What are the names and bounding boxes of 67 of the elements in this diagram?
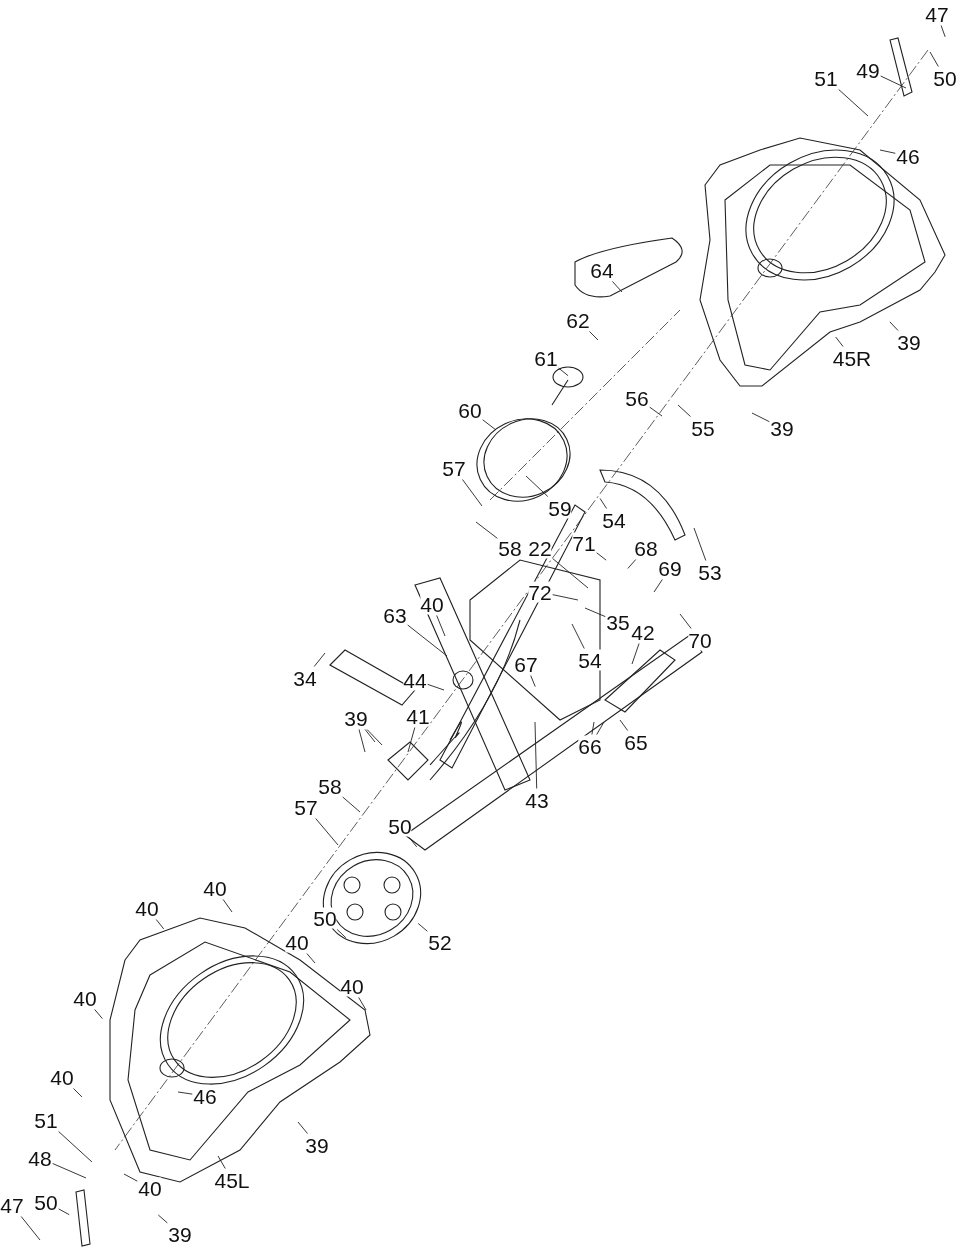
leader-line (679, 613, 692, 629)
leader-line (94, 1009, 103, 1020)
leader-line (619, 719, 629, 731)
leader-line (306, 953, 316, 964)
leader-line (599, 498, 607, 509)
leader-line (530, 675, 536, 688)
leader-line (462, 479, 483, 507)
leader-line (58, 1131, 93, 1163)
leader-line (879, 149, 896, 154)
leader-line (358, 997, 367, 1011)
leader-line (584, 607, 606, 618)
leader-line (475, 521, 498, 539)
leader-line (558, 367, 569, 377)
leader-line (552, 558, 589, 589)
leader-line (52, 1163, 87, 1179)
callout-number: 71 (572, 532, 596, 554)
callout-number: 50 (313, 907, 337, 929)
leader-line (358, 729, 366, 753)
leader-line (222, 899, 233, 913)
leader-line (751, 412, 770, 423)
leader-line (835, 336, 844, 347)
leader-line (653, 579, 663, 593)
leader-line (929, 51, 939, 67)
leader-line (596, 721, 605, 735)
leader-line (612, 281, 623, 293)
leader-line (591, 721, 595, 735)
leader-line (217, 1155, 226, 1169)
callout-number: 40 (420, 593, 444, 615)
leader-line (427, 683, 445, 691)
leader-line (596, 552, 607, 561)
leader-line (313, 652, 326, 667)
leader-line (342, 796, 361, 813)
leader-line (336, 929, 347, 939)
leader-line (880, 75, 907, 89)
leader-line (677, 404, 691, 417)
leader-line (364, 729, 376, 743)
callout-number: 66 (578, 735, 602, 757)
leader-line (525, 475, 549, 497)
leader-line (552, 594, 579, 601)
leader-line (589, 331, 599, 341)
callout-number: 72 (528, 581, 552, 603)
leader-line (177, 1091, 193, 1095)
leader-line (123, 1173, 138, 1182)
leader-line (631, 643, 640, 665)
leader-line (58, 1208, 70, 1216)
leader-line (73, 1088, 83, 1098)
leader-line (417, 923, 428, 932)
leader-line (366, 729, 383, 746)
leader-line (315, 818, 339, 846)
leader-line (482, 419, 497, 431)
leader-line (838, 89, 869, 117)
leader-line (436, 615, 446, 637)
leader-line (940, 25, 946, 38)
callout-number: 54 (578, 649, 602, 671)
leader-line (649, 406, 663, 417)
leader-line (20, 1216, 41, 1241)
leader-line (157, 1214, 168, 1224)
leader-line (407, 624, 448, 657)
leader-line (407, 727, 416, 753)
leader-line (155, 919, 165, 930)
leader-line (534, 721, 538, 789)
leader-line (693, 527, 707, 561)
leader-line (627, 559, 637, 569)
leader-line (297, 1121, 308, 1134)
leader-line (571, 623, 585, 649)
leader-line (408, 837, 418, 848)
leader-line (889, 321, 899, 331)
